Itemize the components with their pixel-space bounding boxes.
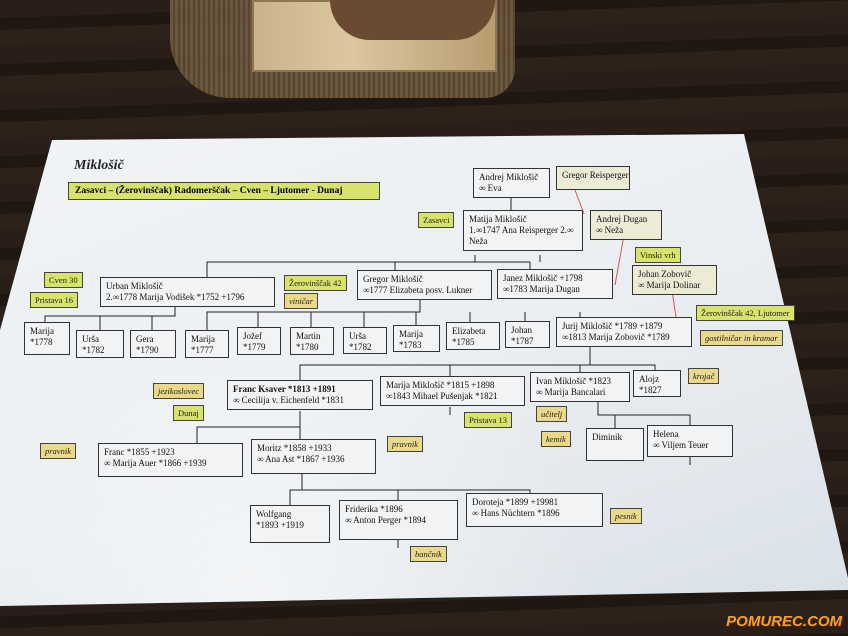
occupation-tag: jezikoslovec — [153, 383, 205, 399]
place-tag: Žerovinščak 42 — [284, 275, 347, 291]
person-box: Johan Zobovič∞ Marija Dolinar — [632, 265, 717, 295]
person-box: Johan*1787 — [505, 321, 550, 348]
occupation-tag: bančnik — [410, 546, 447, 562]
person-box: Marija Miklošič *1815 +1898∞1843 Mihael … — [380, 376, 525, 406]
place-tag: Zasavci — [418, 212, 455, 228]
occupation-tag: krojač — [688, 368, 720, 384]
page-title: Miklošič — [74, 158, 124, 173]
person-box: Marija*1777 — [185, 330, 229, 358]
person-box: Ivan Miklošič *1823∞ Marija Bancalari — [530, 372, 630, 402]
clay-object — [330, 0, 495, 40]
person-box: Alojz*1827 — [633, 370, 681, 397]
occupation-tag: pravnik — [387, 436, 423, 452]
person-box: Diminik — [586, 428, 644, 461]
occupation-tag: učitelj — [536, 406, 568, 422]
place-tag: Pristava 13 — [464, 412, 513, 428]
person-box: Urša*1782 — [343, 327, 387, 354]
occupation-tag: pravnik — [40, 443, 76, 459]
route-banner: Zasavci – (Žerovinščak) Radomerščak – Cv… — [68, 182, 380, 200]
watermark-logo: POMUREC.COM — [726, 613, 842, 630]
person-box: Gera*1790 — [130, 330, 176, 358]
person-box: Jurij Miklošič *1789 +1879∞1813 Marija Z… — [556, 317, 692, 347]
person-box: Wolfgang*1893 +1919 — [250, 505, 330, 543]
person-box: Marija*1783 — [393, 325, 440, 352]
place-tag: Pristava 16 — [30, 292, 79, 308]
person-box: Friderika *1896∞ Anton Perger *1894 — [339, 500, 458, 540]
place-tag: Cven 30 — [44, 272, 83, 288]
occupation-tag: gostilničar in kramar — [700, 330, 783, 346]
person-box: Andrej Miklošič∞ Eva — [473, 168, 550, 198]
occupation-tag: viničar — [284, 293, 319, 309]
person-box: Jožef*1779 — [237, 327, 281, 355]
person-box: Gregor Reisperger — [556, 166, 630, 190]
person-box: Moritz *1858 +1933∞ Ana Ast *1867 +1936 — [251, 439, 376, 474]
place-tag: Vinski vrh — [635, 247, 681, 263]
person-box: Franc Ksaver *1813 +1891∞ Cecilija v. Ei… — [227, 380, 373, 410]
occupation-tag: kemik — [541, 431, 571, 447]
place-tag: Žerovinščak 42, Ljutomer — [696, 305, 795, 321]
person-box: Elizabeta*1785 — [446, 322, 500, 350]
person-box: Urša*1782 — [76, 330, 124, 358]
person-box: Doroteja *1899 +19981∞ Hans Nüchtern *18… — [466, 493, 603, 527]
person-box: Andrej Dugan∞ Neža — [590, 210, 662, 240]
person-box: Helena∞ Viljem Teuer — [647, 425, 733, 457]
person-box: Franc *1855 +1923∞ Marija Auer *1866 +19… — [98, 443, 243, 477]
person-box: Martin*1780 — [290, 327, 334, 355]
place-tag: Dunaj — [173, 405, 204, 421]
person-box: Gregor Miklošič∞1777 Elizabeta posv. Luk… — [357, 270, 492, 300]
person-box: Janez Miklošič +1798∞1783 Marija Dugan — [497, 269, 613, 299]
person-box: Marija*1778 — [24, 322, 70, 355]
occupation-tag: pesnik — [610, 508, 642, 524]
